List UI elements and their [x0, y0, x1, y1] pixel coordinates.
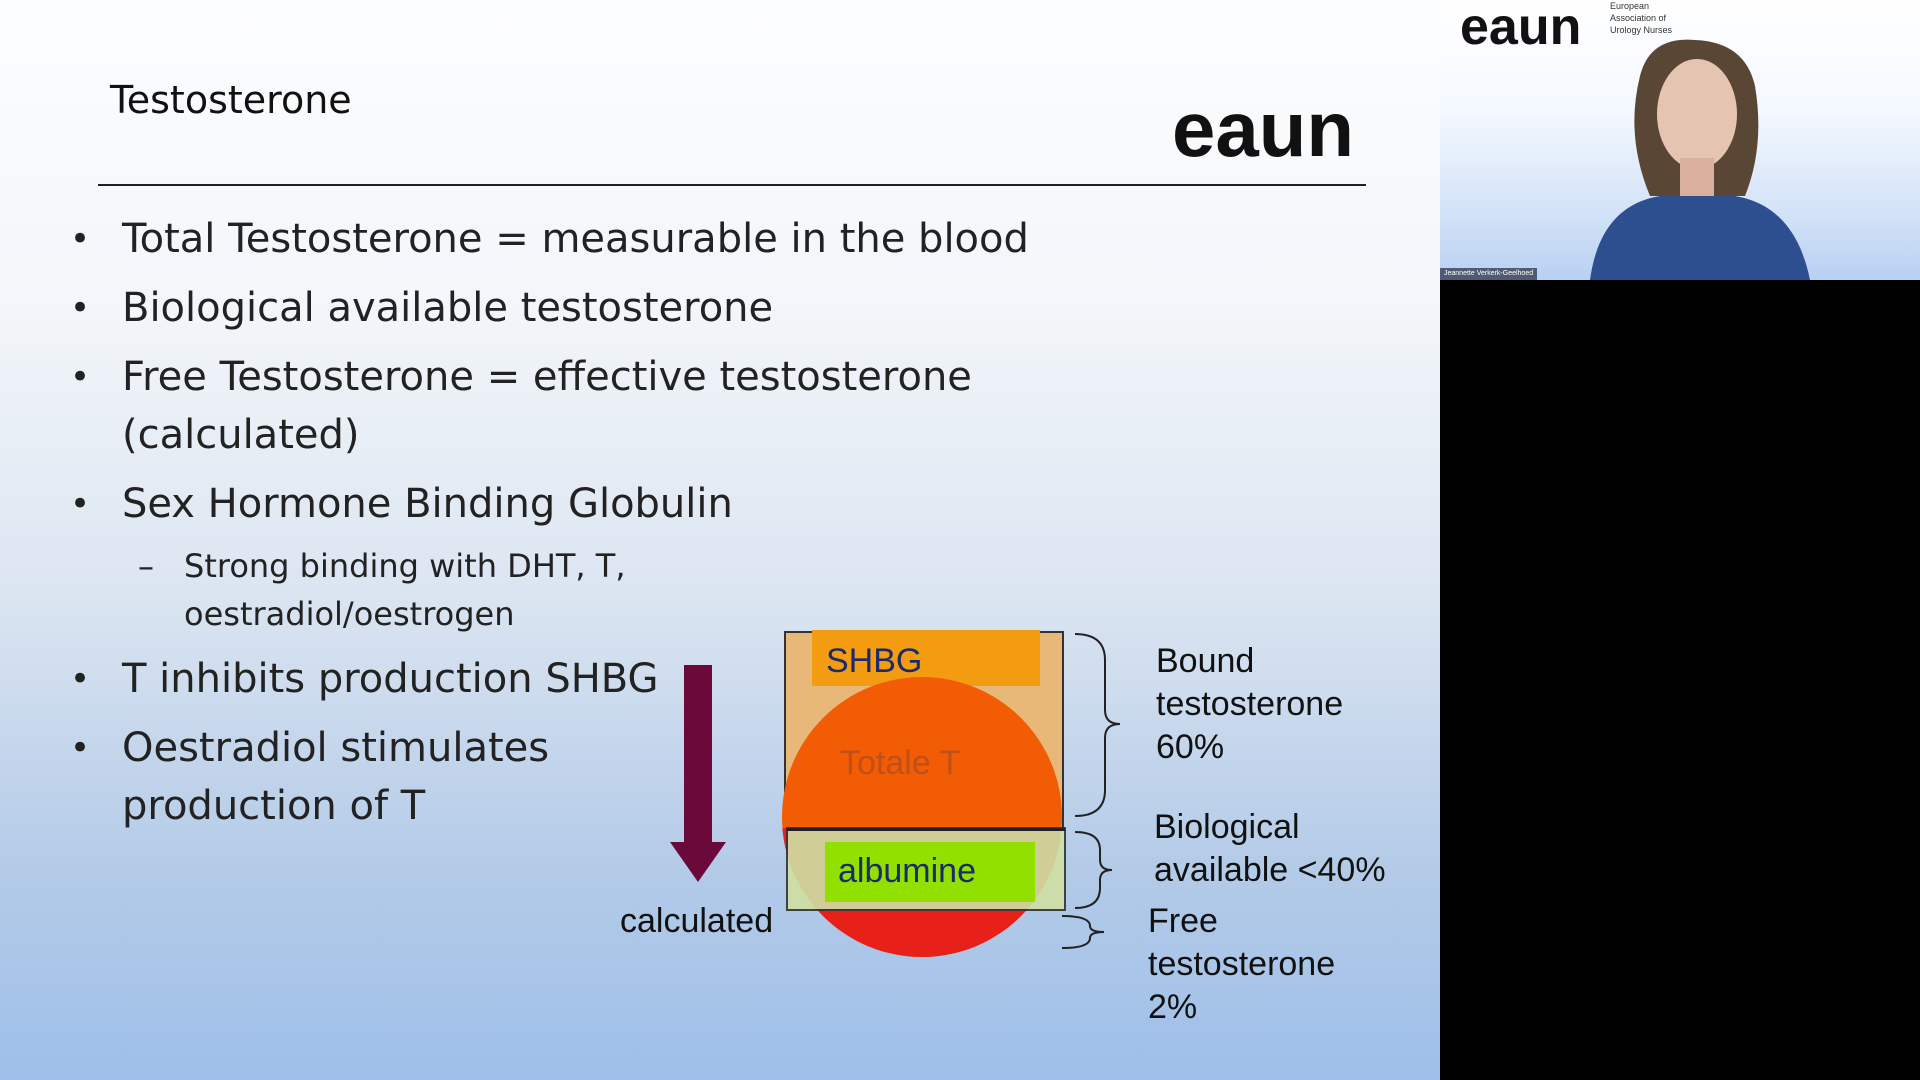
bullet-dot: •: [70, 659, 91, 699]
testosterone-diagram: SHBG Totale T albumine calculated Bound …: [600, 620, 1420, 1040]
bound-label: Bound testosterone 60%: [1156, 642, 1344, 766]
bullet-text: Biological available testosterone: [122, 285, 774, 331]
albumine-label: albumine: [838, 852, 976, 890]
bullet-list: • Total Testosterone = measurable in the …: [70, 210, 1220, 846]
sub-bullet-text: Strong binding with DHT, T, oestradiol/o…: [184, 547, 626, 633]
video-org-name: European Association of Urology Nurses: [1610, 1, 1673, 35]
bullet-text: T inhibits production SHBG: [122, 656, 659, 702]
participant-video[interactable]: eaun European Association of Urology Nur…: [1440, 0, 1920, 280]
slide-title: Testosterone: [110, 78, 352, 122]
bio-brace: [1074, 831, 1113, 909]
free-brace: [1061, 915, 1105, 949]
divider-line: [787, 828, 1065, 831]
arrow-head: [670, 842, 726, 882]
calculated-label: calculated: [620, 902, 774, 940]
bound-brace: [1074, 633, 1121, 817]
sub-bullet-dash: –: [138, 547, 154, 585]
free-label: Free testosterone 2%: [1148, 902, 1336, 1026]
bullet-item: • Biological available testosterone: [70, 279, 1220, 337]
bullet-dot: •: [70, 357, 91, 397]
bullet-item: • Sex Hormone Binding Globulin: [70, 475, 1220, 533]
video-logo-text: eaun: [1460, 2, 1581, 52]
arrow-shaft: [684, 665, 712, 845]
eaun-logo: eaun: [1172, 85, 1372, 173]
bullet-text: Free Testosterone = effective testostero…: [122, 354, 972, 458]
bullet-text: Oestradiol stimulates production of T: [122, 725, 550, 829]
bullet-text: Total Testosterone = measurable in the b…: [122, 216, 1029, 262]
bullet-item: • Free Testosterone = effective testoster…: [70, 348, 1220, 464]
bullet-text: Sex Hormone Binding Globulin: [122, 481, 733, 527]
bullet-item: • T inhibits production SHBG: [70, 650, 1220, 708]
sub-bullet-item: –Strong binding with DHT, T, oestradiol/…: [70, 542, 684, 638]
bullet-item: • Total Testosterone = measurable in the …: [70, 210, 1220, 268]
bullet-dot: •: [70, 484, 91, 524]
shbg-label: SHBG: [826, 642, 923, 680]
albumine-inner: [825, 842, 1035, 902]
bullet-item: • Oestradiol stimulates production of T: [70, 719, 642, 835]
speaker-figure: [1570, 36, 1830, 280]
logo-text-main: eaun: [1172, 96, 1354, 166]
total-t-label: Totale T: [840, 744, 961, 782]
presentation-slide: Testosterone eaun • Total Testosterone = …: [0, 0, 1440, 1080]
empty-video-area: [1440, 280, 1920, 1080]
bullet-dot: •: [70, 728, 91, 768]
video-eaun-logo: eaun: [1460, 0, 1610, 56]
participant-name-tag: Jeannette Verkerk-Geelhoed: [1440, 268, 1538, 280]
bullet-dot: •: [70, 219, 91, 259]
bio-label: Biological available <40%: [1154, 808, 1386, 889]
bullet-dot: •: [70, 288, 91, 328]
shbg-box: [812, 630, 1040, 686]
title-divider: [98, 184, 1366, 186]
